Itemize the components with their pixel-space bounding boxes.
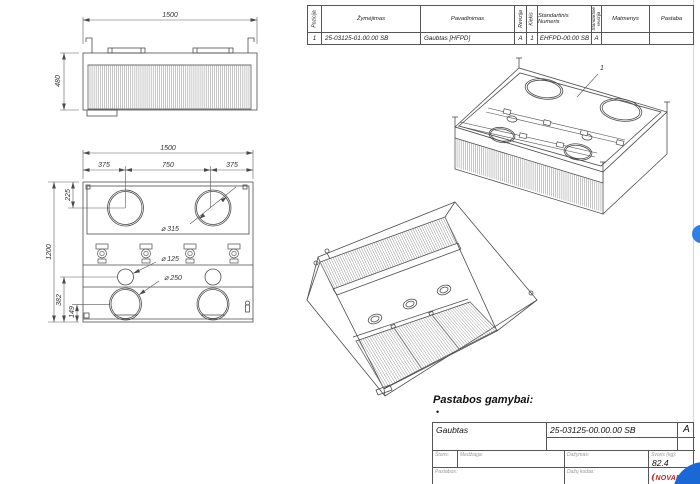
plan-dim-149: 149: [69, 306, 76, 318]
row-pavadinimas: Gaubtas [HFPD]: [421, 33, 515, 44]
duct-circle-125-right: [204, 268, 222, 286]
plan-view: [82, 181, 254, 323]
col-header-matmenys: Matmenys: [602, 6, 650, 33]
iso2-back-hatch: [319, 216, 459, 290]
col-header-kiekis: Kiekis: [527, 6, 538, 33]
lamp-fixture: [95, 243, 109, 264]
plan-dim-382: 382: [56, 294, 63, 306]
side-dim-height: 480: [55, 75, 62, 87]
iso2-lamp-holes: [367, 284, 452, 325]
iso2-silhouette: [306, 201, 538, 397]
title-svoris-cell: Svoris (kg): 82.4: [649, 451, 695, 468]
plan-dim-seg-mid: 750: [162, 162, 174, 169]
parts-table: Pozicija Žymėjimas Pavadinimas Revizija …: [307, 5, 694, 45]
production-notes-bullet: •: [436, 407, 440, 417]
iso-front-hatch: [454, 138, 604, 212]
weight-value: 82.4: [652, 458, 669, 468]
side-dim-width: 1500: [162, 12, 178, 19]
callout-leader: [576, 73, 599, 98]
plan-lamp-row: [95, 243, 241, 264]
side-view: [82, 37, 258, 117]
col-header-standartine-revizija: Standartinė revizija: [592, 6, 602, 33]
row-standartine-revizija: A: [592, 33, 602, 44]
iso-top-view: [452, 57, 670, 215]
duct-circle-315-right: [194, 189, 232, 227]
side-panel-handle[interactable]: [692, 225, 700, 243]
iso-bolts: [452, 57, 670, 172]
production-notes-heading: Pastabos gamybai:: [433, 394, 534, 406]
col-header-revizija: Revizija: [515, 6, 527, 33]
plan-dim-width: 1500: [160, 145, 176, 152]
title-empty-cell: [547, 438, 678, 451]
iso-rail-fixtures: [502, 108, 625, 149]
title-medziaga-cell: Medžiaga:: [458, 451, 565, 468]
title-empty-rev-cell: [678, 438, 695, 451]
plan-dia-250: ⌀ 250: [164, 275, 182, 282]
col-header-pavadinimas: Pavadinimas: [421, 6, 515, 33]
iso-bottom-view: [306, 201, 538, 397]
plan-dia-125: ⌀ 125: [161, 256, 179, 263]
title-revision: A: [678, 423, 695, 438]
plan-body-outline: [82, 181, 254, 323]
title-dazu-kodas-cell: Dažų kodas:: [565, 468, 649, 484]
title-storis-cell: Štoris:: [433, 451, 458, 468]
side-bracket-left: [107, 47, 146, 54]
col-header-pastaba: Pastaba: [650, 6, 693, 33]
title-block: Gaubtas 25-03125-00.00.00 SB A Štoris: M…: [432, 422, 695, 484]
plan-dia-315: ⌀ 315: [161, 226, 179, 233]
duct-circle-250-left: [109, 287, 142, 321]
iso-rails: [457, 107, 626, 158]
callout-1: 1: [600, 65, 604, 72]
side-hatch-lines: [87, 65, 252, 109]
title-drawing-code: 25-03125-00.00.00 SB: [547, 423, 678, 438]
row-kiekis: 1: [527, 33, 538, 44]
side-hook-left: [85, 37, 93, 53]
plan-top-chamber: [86, 185, 250, 235]
plan-dim-225: 225: [65, 189, 72, 202]
iso2-filter-hatch-1: [355, 327, 422, 389]
lamp-fixture: [139, 243, 153, 264]
row-zymejimas: 25-03125-01.00.00 SB: [322, 33, 421, 44]
row-pozicija: 1: [308, 33, 322, 44]
row-revizija: A: [515, 33, 527, 44]
iso2-hooks: [313, 248, 534, 396]
col-header-zymejimas: Žymėjimas: [322, 6, 421, 33]
col-header-standartinis-numeris: Standartinis Numeris: [538, 6, 592, 33]
row-matmenys: [602, 33, 650, 44]
plan-dim-height: 1200: [46, 244, 53, 260]
duct-circle-125-left: [117, 268, 134, 286]
side-body-outline: [82, 52, 258, 111]
side-hook-right: [247, 37, 255, 53]
plan-dim-seg-right: 375: [226, 162, 238, 169]
title-product-name: Gaubtas: [433, 423, 547, 451]
row-pastaba: [650, 33, 693, 44]
title-dazymas-cell: Dažymas:: [565, 451, 649, 468]
logo-swoosh-icon: (: [651, 473, 656, 483]
side-view-dimensions: [60, 17, 258, 111]
row-standartinis-numeris: EHFPD-00.00 SB: [538, 33, 592, 44]
duct-circle-250-right: [196, 287, 230, 321]
lamp-fixture: [183, 243, 197, 264]
iso2-filter-hatch-3: [431, 301, 498, 350]
lamp-fixture: [227, 243, 241, 264]
side-bottom-box: [86, 109, 118, 117]
plan-dim-seg-left: 375: [98, 162, 110, 169]
plan-view-dimensions: [48, 150, 254, 323]
title-pastabos-cell: Pastabos:: [433, 468, 565, 484]
side-bracket-right: [192, 47, 234, 54]
iso2-filter-hatch-2: [393, 314, 460, 369]
col-header-pozicija: Pozicija: [308, 6, 322, 33]
